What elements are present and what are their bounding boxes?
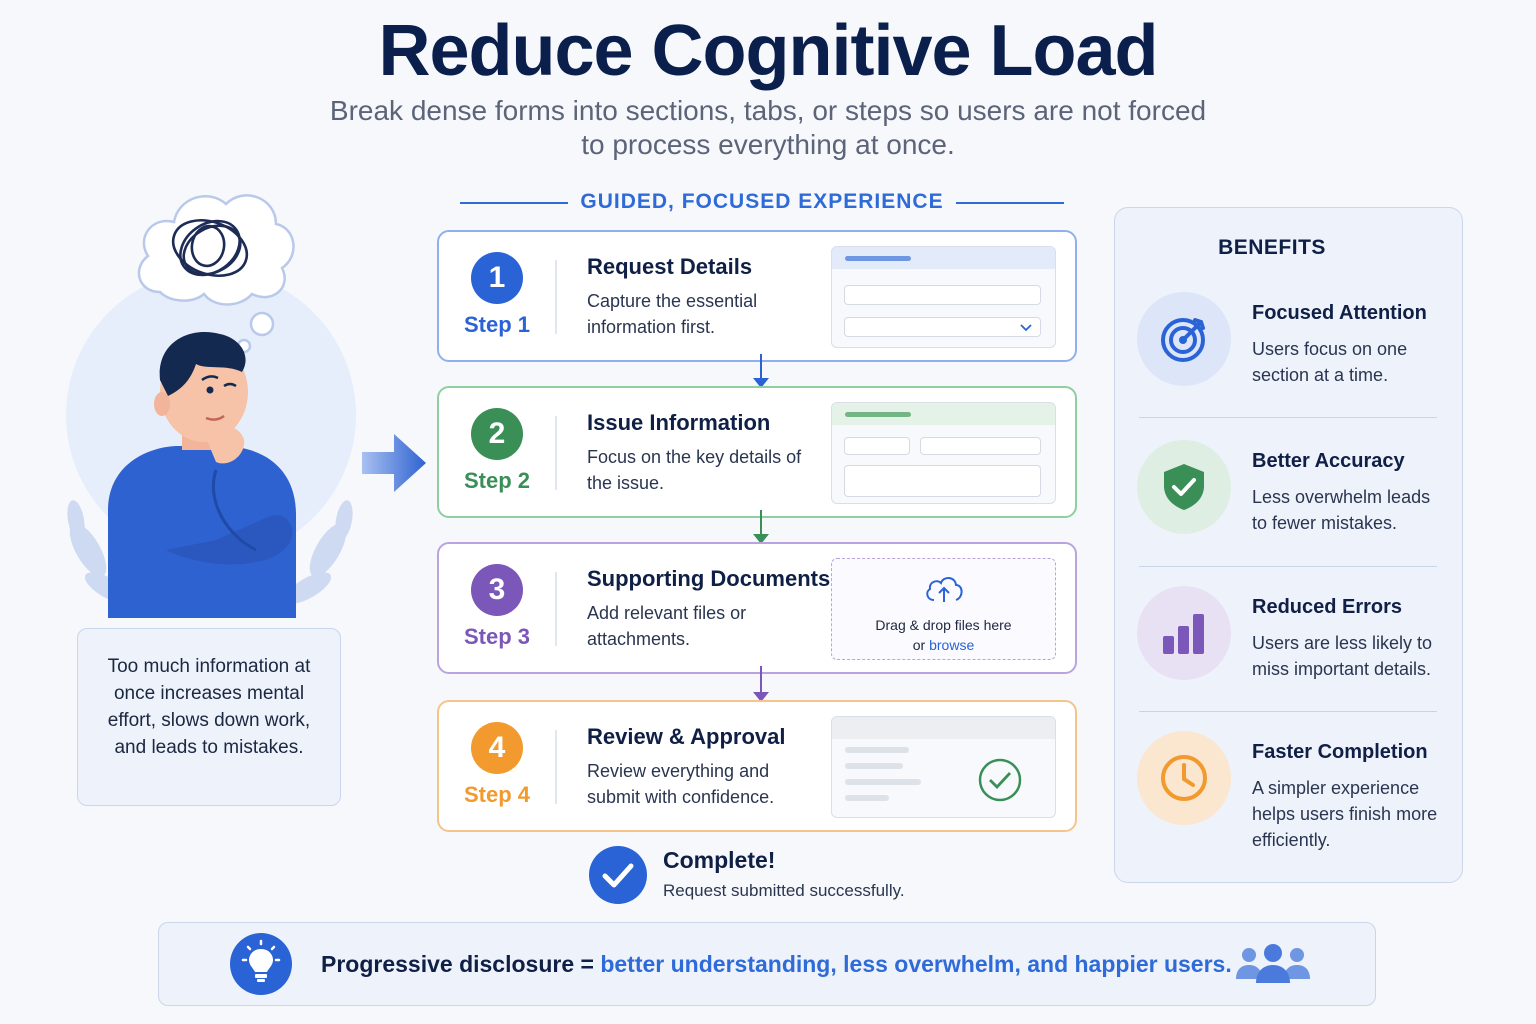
- step-label: Step 2: [463, 468, 531, 493]
- benefit-title: Focused Attention: [1252, 302, 1427, 324]
- field-preview: [920, 437, 1041, 455]
- footer-lead: Progressive disclosure =: [321, 951, 594, 977]
- thinking-person-illustration: [67, 331, 353, 618]
- complete-status: Complete! Request submitted successfully…: [588, 845, 948, 907]
- lightbulb-icon: [230, 933, 292, 995]
- step-number-badge: 3: [471, 564, 523, 616]
- step-number-badge: 4: [471, 722, 523, 774]
- benefit-description: Less overwhelm leads to fewer mistakes.: [1252, 487, 1431, 533]
- step-description: Review everything and submit with confid…: [587, 761, 775, 807]
- step-description: Capture the essential information first.: [587, 291, 758, 337]
- text-field-preview: [844, 285, 1041, 305]
- chevron-down-icon: [1020, 324, 1032, 332]
- section-header-label: GUIDED, FOCUSED EXPERIENCE: [580, 190, 944, 213]
- page-title: Reduce Cognitive Load: [378, 11, 1158, 91]
- dropzone-text: Drag & drop files here: [875, 617, 1012, 633]
- shield-check-icon: [1164, 464, 1204, 510]
- step-label: Step 4: [463, 782, 531, 807]
- benefit-icon-circle: [1137, 586, 1231, 680]
- overload-info-box: Too much information at once increases m…: [77, 628, 341, 806]
- textarea-preview: [844, 465, 1041, 497]
- right-arrow-icon: [362, 434, 426, 492]
- benefit-better-accuracy: Better Accuracy Less overwhelm leads to …: [1137, 440, 1447, 580]
- benefit-divider: [1139, 566, 1437, 567]
- browse-link[interactable]: browse: [929, 637, 975, 653]
- step-card-review-approval: 4 Step 4 Review & Approval Review everyt…: [437, 700, 1077, 832]
- step-number-badge: 2: [471, 408, 523, 460]
- check-circle-filled-icon: [589, 846, 647, 904]
- check-circle-icon: [978, 758, 1022, 802]
- benefit-description: A simpler experience helps users finish …: [1252, 778, 1438, 850]
- step-title: Request Details: [587, 254, 753, 279]
- benefit-icon-circle: [1137, 440, 1231, 534]
- step-title: Review & Approval: [587, 724, 786, 749]
- step-description: Focus on the key details of the issue.: [587, 447, 802, 493]
- benefit-title: Reduced Errors: [1252, 596, 1403, 618]
- step-divider: [555, 416, 557, 490]
- step-label: Step 3: [463, 624, 531, 649]
- footer-banner: Progressive disclosure = better understa…: [158, 922, 1376, 1006]
- form-preview: [831, 246, 1056, 348]
- footer-message: Progressive disclosure = better understa…: [321, 951, 1232, 978]
- review-preview: [831, 716, 1056, 818]
- step-number-badge: 1: [471, 252, 523, 304]
- benefit-reduced-errors: Reduced Errors Users are less likely to …: [1137, 586, 1447, 726]
- benefit-icon-circle: [1137, 731, 1231, 825]
- dropzone-browse-line: or browse: [832, 637, 1055, 653]
- bar-chart-icon: [1163, 614, 1204, 654]
- form-preview: [831, 402, 1056, 504]
- step-card-issue-information: 2 Step 2 Issue Information Focus on the …: [437, 386, 1077, 518]
- step-title: Issue Information: [587, 410, 771, 435]
- thought-cloud-icon: [137, 194, 295, 354]
- benefit-icon-circle: [1137, 292, 1231, 386]
- step-divider: [555, 730, 557, 804]
- cloud-upload-icon: [926, 577, 963, 602]
- step-divider: [555, 260, 557, 334]
- benefit-description: Users focus on one section at a time.: [1252, 339, 1408, 385]
- step-divider: [555, 572, 557, 646]
- benefits-title: BENEFITS: [1218, 236, 1326, 259]
- benefit-divider: [1139, 711, 1437, 712]
- select-field-preview: [844, 317, 1041, 337]
- complete-description: Request submitted successfully.: [663, 881, 905, 900]
- file-dropzone[interactable]: Drag & drop files here or browse: [831, 558, 1056, 660]
- step-description: Add relevant files or attachments.: [587, 603, 747, 649]
- dropzone-or: or: [912, 637, 926, 653]
- target-icon: [1161, 318, 1205, 362]
- step-card-supporting-documents: 3 Step 3 Supporting Documents Add releva…: [437, 542, 1077, 674]
- clock-icon: [1161, 755, 1207, 801]
- step-connector-arrow: [753, 510, 769, 544]
- step-connector-arrow: [753, 666, 769, 702]
- benefit-title: Faster Completion: [1252, 741, 1428, 763]
- step-card-request-details: 1 Step 1 Request Details Capture the ess…: [437, 230, 1077, 362]
- page-subtitle: Break dense forms into sections, tabs, o…: [329, 95, 1207, 160]
- step-title: Supporting Documents: [587, 566, 831, 591]
- benefit-divider: [1139, 417, 1437, 418]
- step-label: Step 1: [463, 312, 531, 337]
- benefit-title: Better Accuracy: [1252, 450, 1405, 472]
- benefit-faster-completion: Faster Completion A simpler experience h…: [1137, 731, 1447, 871]
- complete-title: Complete!: [663, 847, 776, 873]
- users-icon: [1236, 944, 1310, 983]
- benefit-description: Users are less likely to miss important …: [1252, 633, 1433, 679]
- section-header: GUIDED, FOCUSED EXPERIENCE: [460, 188, 1064, 218]
- step-connector-arrow: [753, 354, 769, 388]
- footer-highlight: better understanding, less overwhelm, an…: [600, 951, 1232, 977]
- short-field-preview: [844, 437, 910, 455]
- benefit-focused-attention: Focused Attention Users focus on one sec…: [1137, 292, 1447, 432]
